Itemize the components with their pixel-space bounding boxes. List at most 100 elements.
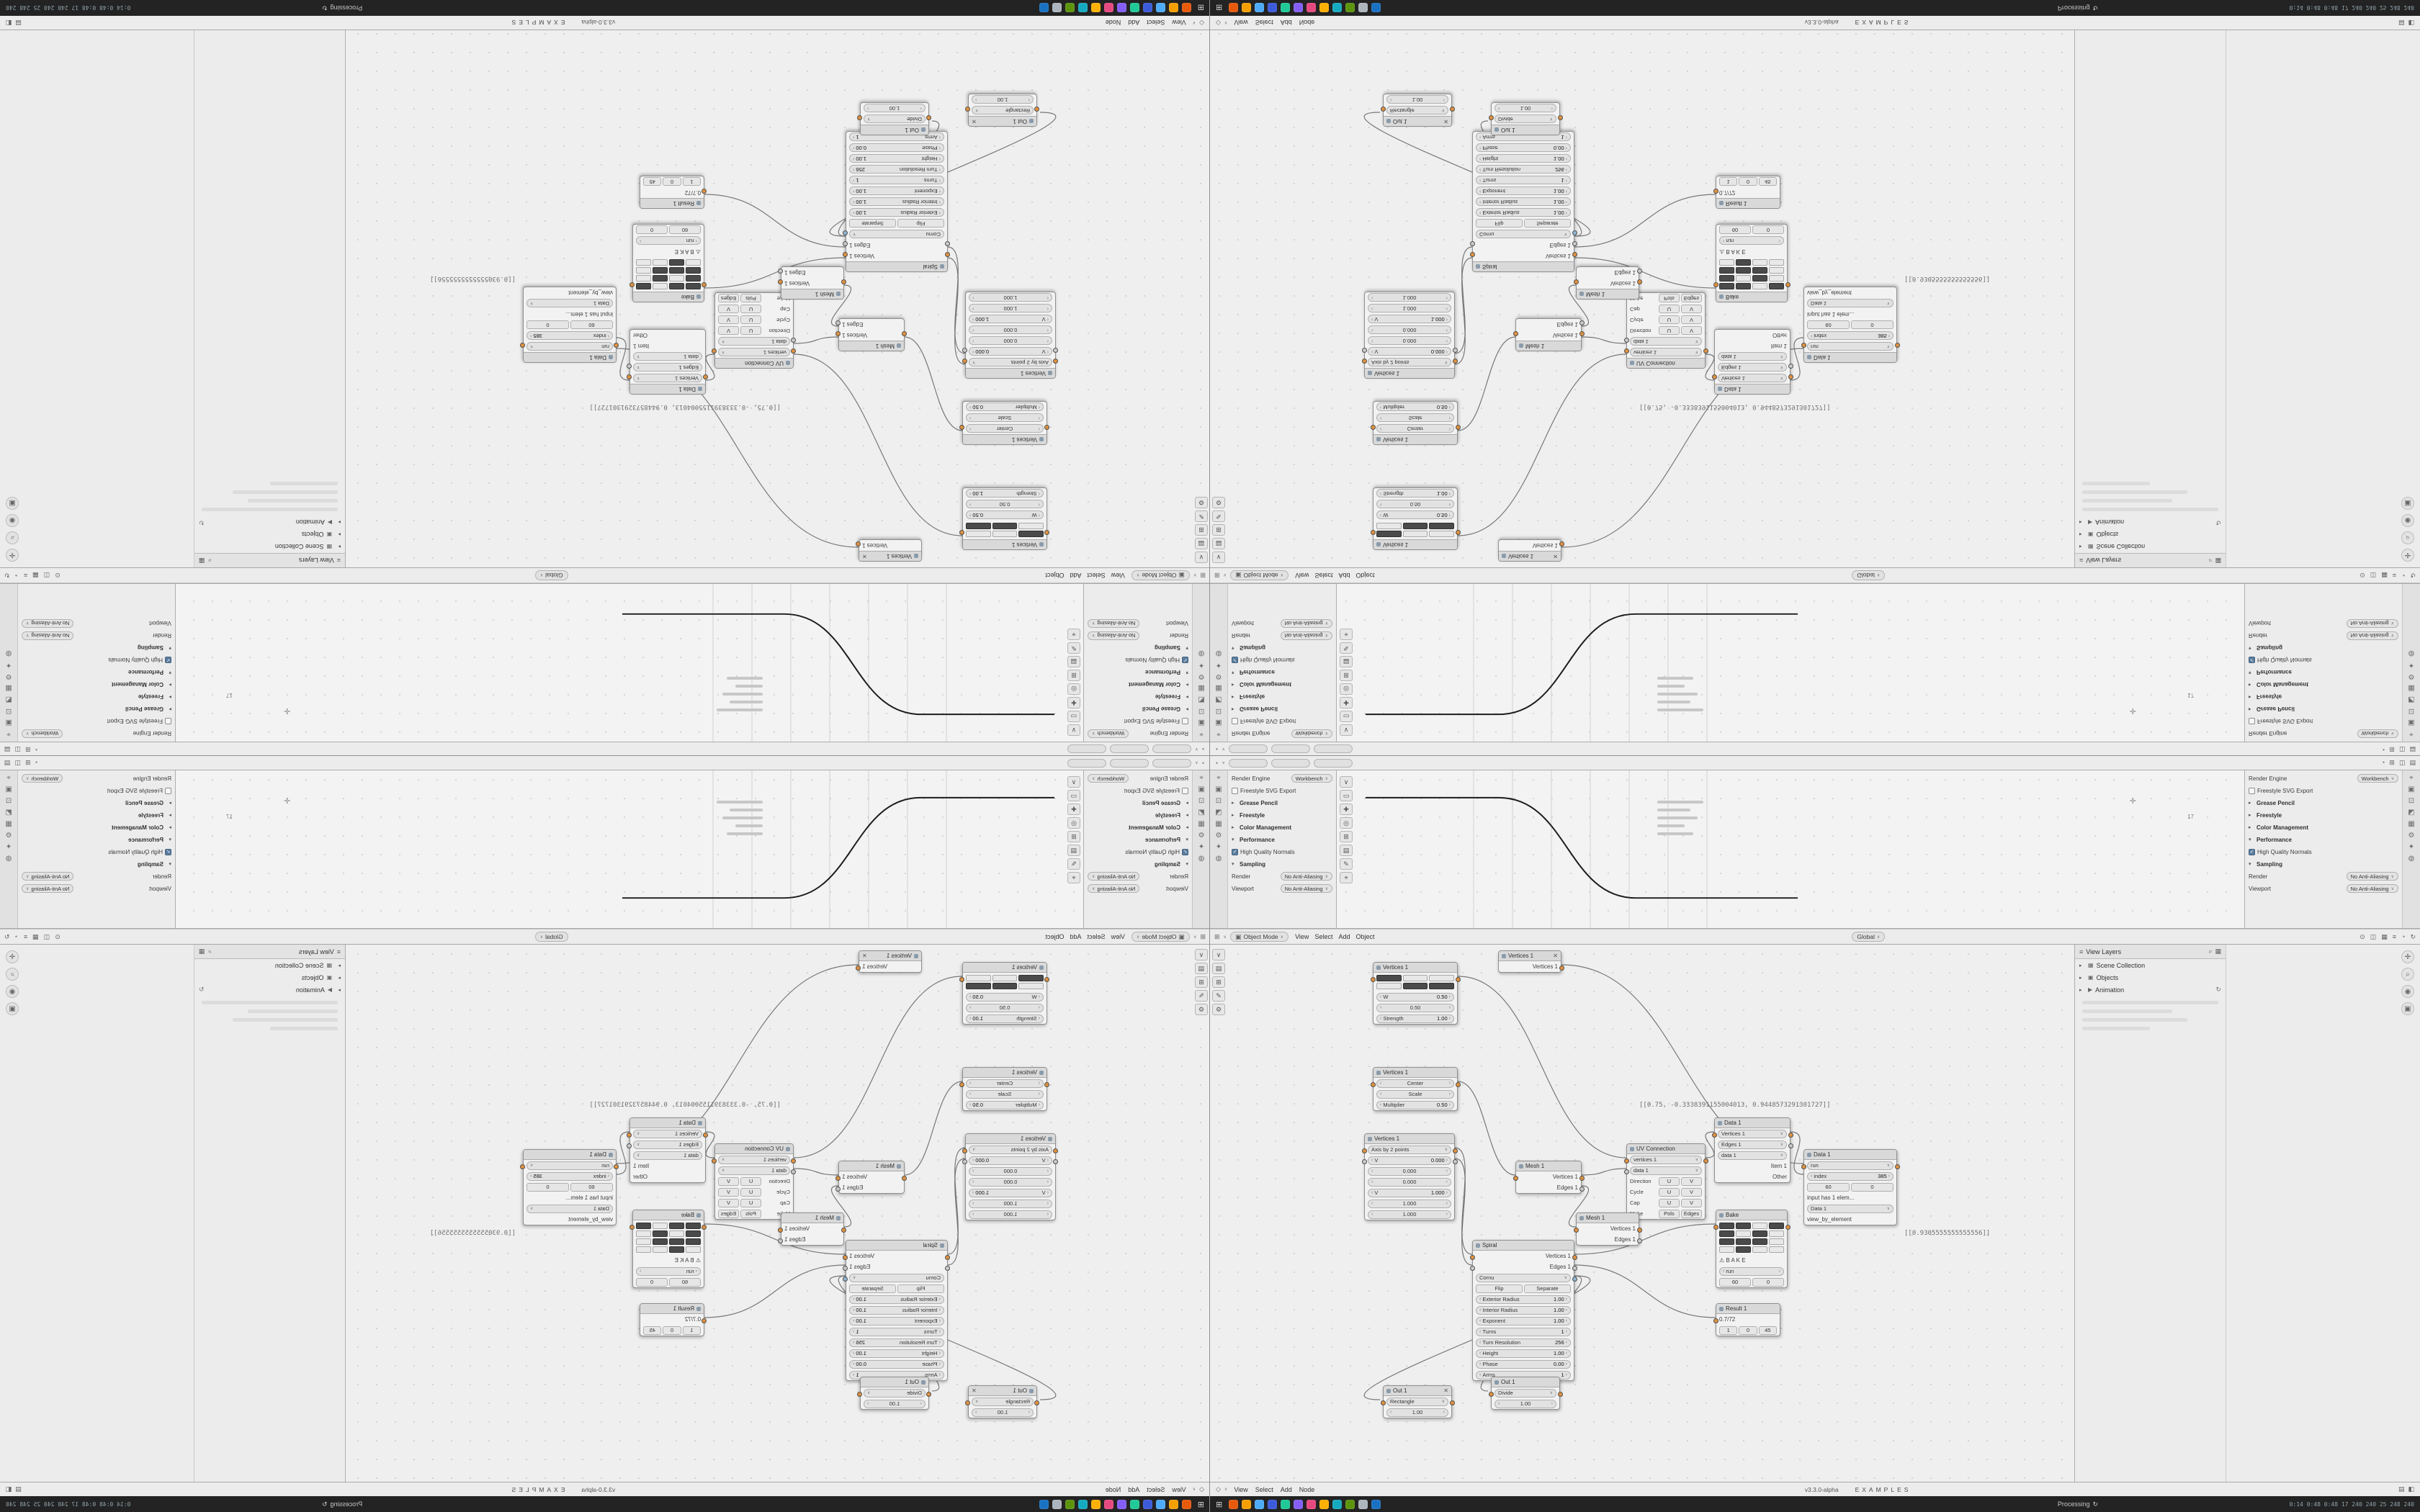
prop-row-high-quality-normals[interactable]: ✓High Quality Normals (22, 847, 171, 857)
node-header[interactable]: Bake (633, 292, 704, 302)
option-button-u[interactable]: U (740, 1198, 762, 1207)
node-dropdown[interactable]: data 1∨ (1718, 1151, 1787, 1160)
output-tab-icon[interactable]: ⊡ (5, 797, 12, 805)
node-number-field[interactable]: ‹0.000› (969, 325, 1052, 335)
close-icon[interactable]: ✕ (972, 118, 977, 125)
node-dropdown[interactable]: Cornu∨ (1476, 1273, 1571, 1282)
toggle-cell[interactable] (1402, 975, 1428, 981)
object-tab-icon[interactable]: ⚙ (1215, 832, 1222, 840)
output-socket[interactable] (1788, 374, 1793, 379)
settings-icon[interactable]: ⚙ (1212, 1004, 1225, 1015)
toggle-cell[interactable] (1429, 523, 1454, 529)
prop-row-freestyle[interactable]: ▸Freestyle (1232, 692, 1332, 702)
input-socket[interactable] (702, 1318, 707, 1323)
value-button[interactable]: 1 (1719, 1326, 1738, 1335)
node-dropdown[interactable]: Rectangle∨ (972, 106, 1034, 115)
menu-view[interactable]: View (1295, 933, 1309, 940)
toggle-cell[interactable] (1769, 267, 1784, 274)
expand-caret-icon[interactable]: ▸ (338, 987, 341, 993)
move-tool-icon[interactable]: ✚ (1340, 804, 1353, 815)
value-button[interactable]: 0 (663, 1326, 681, 1335)
prop-row-performance[interactable]: ▾Performance (22, 834, 171, 845)
material-tab-icon[interactable]: ✦ (2408, 661, 2415, 669)
menu-add[interactable]: Add (1070, 933, 1082, 940)
value-button[interactable]: 0 (1739, 177, 1757, 186)
menu-object[interactable]: Object (1355, 572, 1375, 579)
filter-icon[interactable]: ▦ (199, 557, 205, 564)
prop-value-dropdown[interactable]: No Anti-Aliasing∨ (1280, 872, 1332, 881)
toggle-cell[interactable] (1018, 523, 1044, 529)
input-socket[interactable] (1053, 359, 1059, 364)
input-socket[interactable] (902, 331, 908, 336)
cursor-tool-icon[interactable]: ◎ (1340, 683, 1353, 695)
checkbox[interactable] (1182, 787, 1188, 794)
toggle-cell[interactable] (992, 531, 1018, 537)
node-dropdown[interactable]: data 1∨ (718, 337, 790, 346)
input-socket[interactable] (1623, 348, 1629, 354)
input-socket[interactable] (1361, 1148, 1367, 1153)
output-socket[interactable] (1455, 977, 1461, 982)
prop-row-performance[interactable]: ▾Performance (1088, 834, 1188, 845)
value-field[interactable] (1228, 744, 1268, 754)
toggle-cell[interactable] (1376, 975, 1402, 981)
outliner-item-scene-collection[interactable]: ▸▦Scene Collection (2075, 959, 2226, 971)
output-tab-icon[interactable]: ⊡ (1215, 707, 1222, 715)
node-header[interactable]: Vertices 1 (966, 368, 1055, 378)
scene-tab-icon[interactable]: ▦ (1198, 820, 1205, 828)
option-button-edges[interactable]: Edges (718, 1209, 740, 1218)
output-socket[interactable] (1894, 1164, 1900, 1169)
prop-row-color-management[interactable]: ▸Color Management (1088, 680, 1188, 690)
toggle-button-flip[interactable]: Flip (897, 219, 944, 228)
node-number-field[interactable]: ‹1.000› (969, 304, 1052, 313)
app-notes-icon[interactable] (1319, 3, 1330, 13)
prop-row-performance[interactable]: ▾Performance (1232, 667, 1332, 678)
toggle-cell[interactable] (1402, 983, 1428, 989)
input-socket[interactable] (902, 1176, 908, 1181)
toggle-button-separate[interactable]: Separate (1524, 1284, 1571, 1293)
option-button-edges[interactable]: Edges (1680, 294, 1702, 303)
grid-icon[interactable]: ⊞ (1195, 976, 1208, 988)
option-button-v[interactable]: V (718, 1198, 740, 1207)
node-out-rectangle[interactable]: Out 1✕Rectangle∨‹1.00› (965, 1385, 1040, 1418)
node-header[interactable]: Mesh 1 (1516, 1161, 1581, 1171)
input-socket[interactable] (1034, 107, 1040, 112)
editor-type-icon[interactable]: ◇ (1199, 1485, 1204, 1493)
node-dropdown[interactable]: Cornu∨ (849, 230, 944, 239)
toggle-cell[interactable] (636, 1223, 651, 1229)
app-media-icon[interactable] (1294, 1499, 1304, 1509)
input-socket[interactable] (1053, 1159, 1059, 1164)
output-socket[interactable] (1455, 1082, 1461, 1087)
node-dropdown[interactable]: vertices 1∨ (1630, 1155, 1702, 1164)
collapse-icon[interactable]: ∨ (1195, 552, 1208, 563)
prop-row-freestyle-svg-export[interactable]: Freestyle SVG Export (22, 786, 171, 796)
node-header[interactable]: Vertices 1 (1373, 963, 1457, 973)
node-header[interactable]: Out 1 (861, 1377, 928, 1387)
app-mail-icon[interactable] (1065, 3, 1075, 13)
node-header[interactable]: UV Connection (1627, 358, 1705, 368)
prop-row-freestyle[interactable]: ▸Freestyle (1088, 692, 1188, 702)
value-button[interactable]: 0 (1752, 1277, 1784, 1287)
overlays-icon[interactable]: ◫ (43, 572, 50, 580)
axis-gizmo-icon[interactable]: ✛ (6, 950, 19, 963)
toggle-cell[interactable] (1719, 1223, 1734, 1229)
refresh-icon[interactable]: ↻ (4, 572, 10, 580)
texture-tab-icon[interactable]: ◍ (2408, 649, 2415, 657)
search-icon[interactable]: ⌕ (2208, 557, 2213, 564)
value-field[interactable] (1270, 758, 1310, 768)
editor-type-icon[interactable]: ◔ (1214, 745, 1219, 753)
node-dropdown[interactable]: Divide∨ (1494, 1388, 1556, 1398)
node-dropdown[interactable]: Axis by 2 points∨ (969, 1145, 1052, 1154)
prop-row-sampling[interactable]: ▾Sampling (2249, 859, 2398, 869)
app-files-icon[interactable] (1242, 1499, 1252, 1509)
option-button-v[interactable]: V (1680, 1187, 1702, 1197)
menu-node[interactable]: Node (1105, 1485, 1121, 1493)
app-media-icon[interactable] (1116, 1499, 1126, 1509)
